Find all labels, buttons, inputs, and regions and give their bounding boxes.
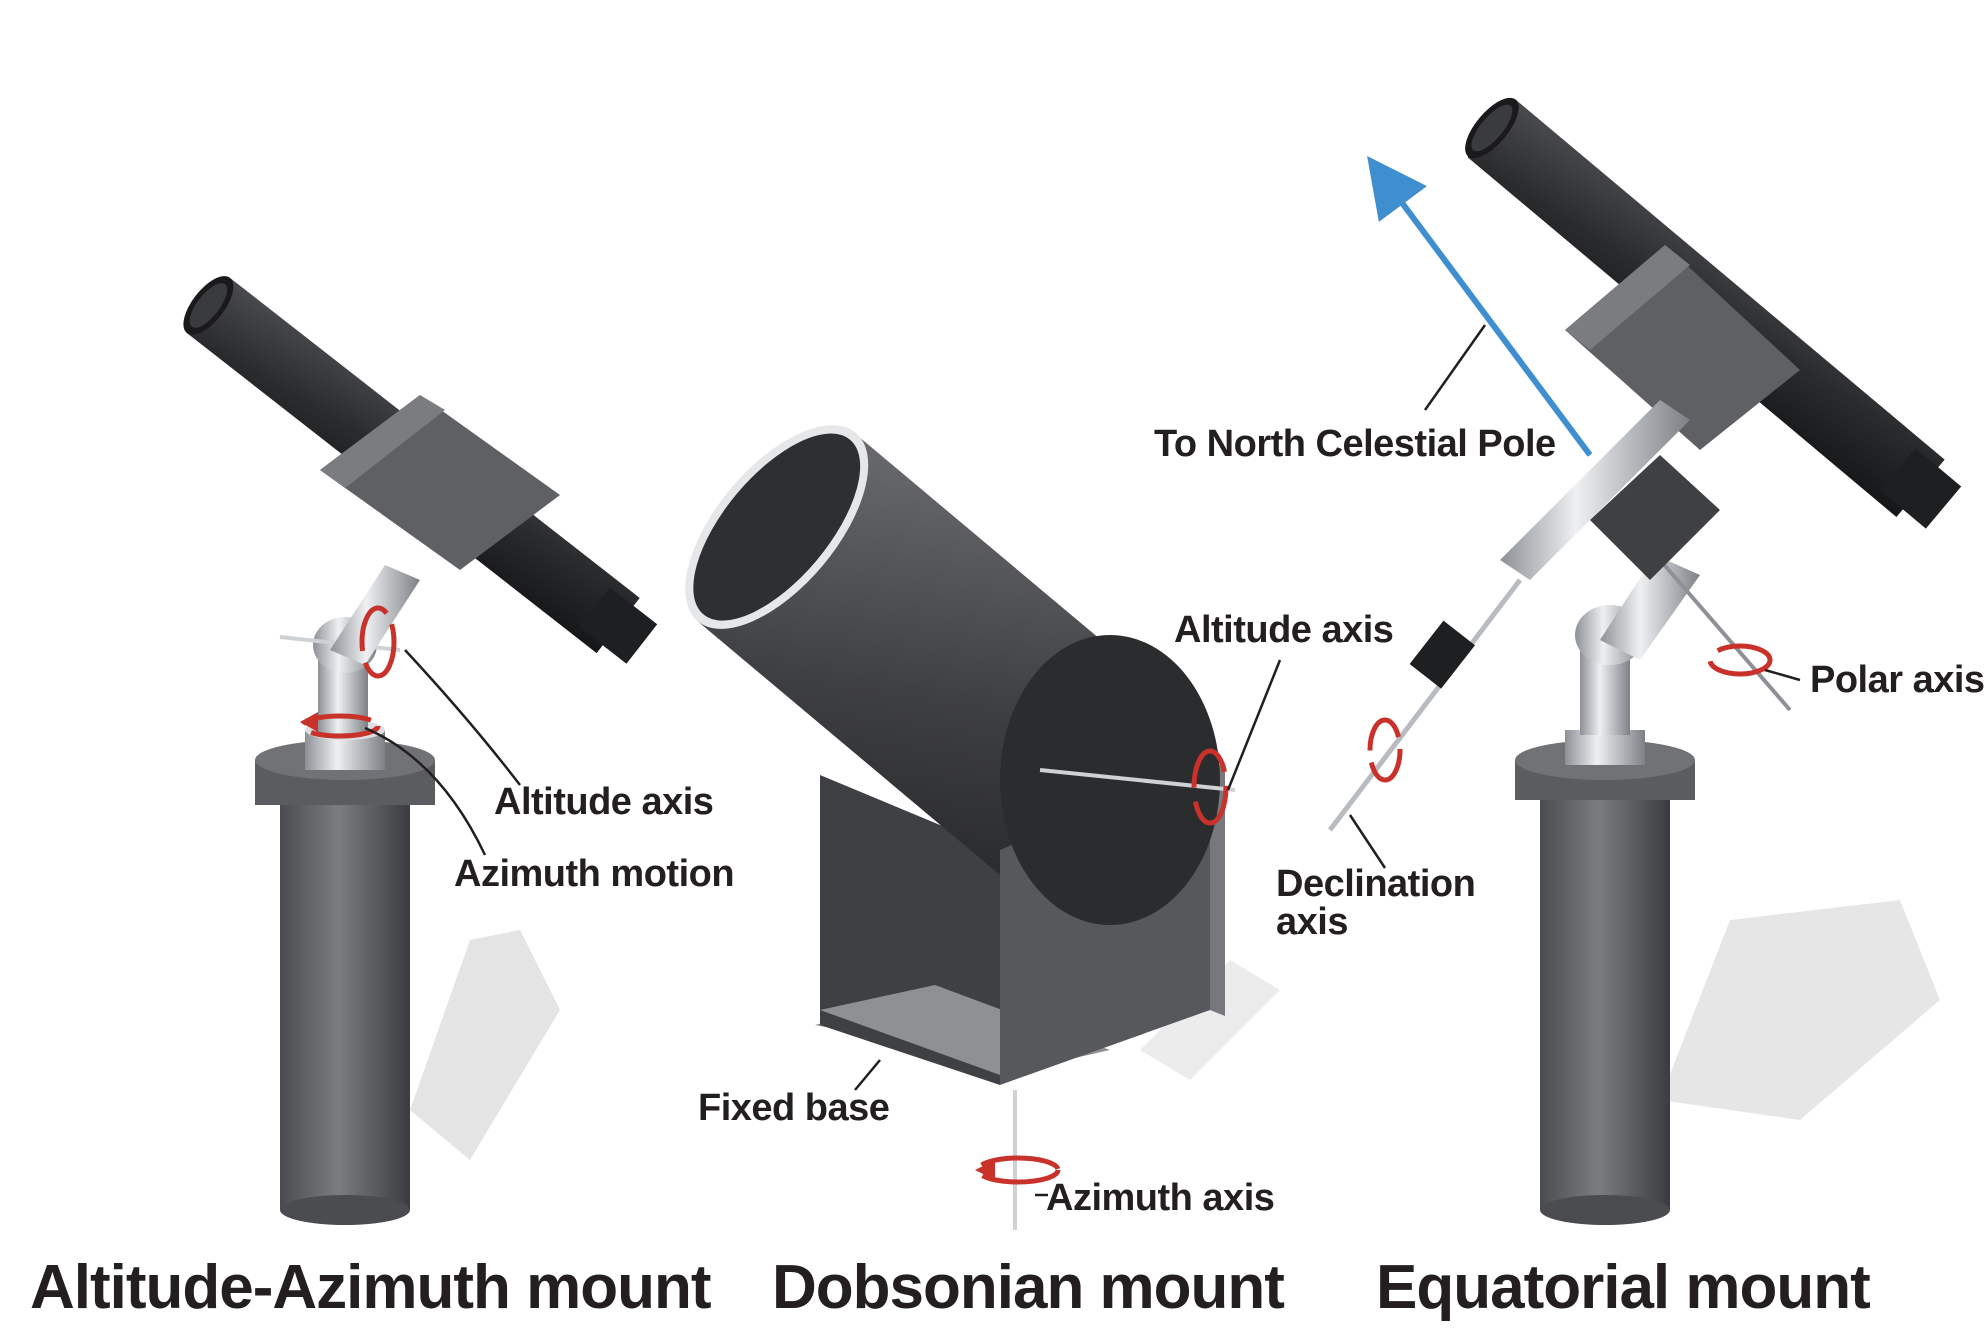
eq-north-pole-arrow xyxy=(1367,155,1593,457)
eq-pier xyxy=(1540,790,1670,1210)
eq-polar-axis-label: Polar axis xyxy=(1810,659,1984,701)
dob-base-leader xyxy=(854,1059,881,1091)
altaz-azimuth-rotation-arrow xyxy=(299,713,381,739)
eq-declination-axis-label-line2: axis xyxy=(1276,901,1348,943)
eq-north-pole-label: To North Celestial Pole xyxy=(1154,423,1556,465)
eq-dec-leader xyxy=(1348,814,1387,869)
eq-shadow xyxy=(1660,900,1940,1120)
eq-saddle-top xyxy=(1565,245,1690,350)
altaz-altitude-rotation-arrow xyxy=(359,605,397,679)
dob-shadow xyxy=(1140,960,1280,1080)
eq-dec-shaft xyxy=(1500,400,1690,580)
altaz-azimuth-motion-label: Azimuth motion xyxy=(454,853,735,895)
eq-dec-rotation-arrow xyxy=(1367,717,1403,783)
altaz-shadow xyxy=(410,930,560,1160)
eq-hub xyxy=(1565,730,1645,765)
dob-altitude-leader xyxy=(1226,659,1282,791)
dob-altitude-disc xyxy=(1000,635,1220,925)
dob-altitude-rotation-arrow xyxy=(1191,748,1229,826)
dob-altitude-axis-label: Altitude axis xyxy=(1174,609,1394,651)
dob-fixed-base-label: Fixed base xyxy=(698,1087,890,1129)
dob-azimuth-axis-label: Azimuth axis xyxy=(1046,1177,1275,1219)
eq-dec-housing xyxy=(1590,455,1720,580)
altaz-pier-bottom xyxy=(280,1195,410,1225)
eq-polar-rod xyxy=(1658,558,1792,712)
altaz-pier xyxy=(280,800,410,1210)
altaz-azimuth-arrowhead xyxy=(300,712,318,732)
altaz-altitude-axis-label: Altitude axis xyxy=(494,781,714,823)
eq-pier-bottom xyxy=(1540,1195,1670,1225)
eq-polar-rotation-arrow xyxy=(1707,643,1773,677)
eq-declination-axis-label-line1: Declination xyxy=(1276,863,1476,905)
dob-azimuth-rotation-arrow xyxy=(975,1155,1061,1185)
dob-altitude-rod xyxy=(1039,768,1236,792)
altaz-mount-title: Altitude-Azimuth mount xyxy=(30,1253,712,1322)
eq-polar-leader xyxy=(1764,668,1801,682)
altaz-mount-illustration xyxy=(183,276,658,1225)
dob-azimuth-arrowhead xyxy=(975,1160,995,1180)
eq-polar-housing xyxy=(1600,555,1700,660)
altaz-altitude-leader xyxy=(404,649,521,786)
equatorial-mount-illustration xyxy=(1328,97,1962,1225)
altaz-saddle-top xyxy=(320,395,445,488)
eq-dec-rod xyxy=(1328,578,1522,832)
dobsonian-mount-illustration xyxy=(685,425,1282,1230)
equatorial-mount-title: Equatorial mount xyxy=(1376,1253,1871,1322)
dobsonian-mount-title: Dobsonian mount xyxy=(772,1253,1285,1322)
altaz-arm xyxy=(330,565,420,665)
eq-north-pole-leader xyxy=(1423,324,1487,411)
eq-counterweight xyxy=(1409,620,1475,689)
altaz-azimuth-leader xyxy=(364,726,487,856)
